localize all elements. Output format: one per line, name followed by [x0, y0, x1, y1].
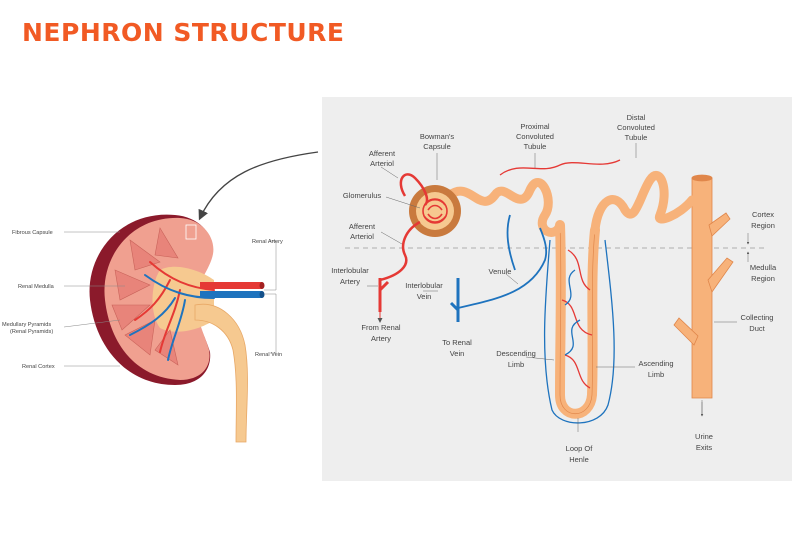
label-loop-of-henle-2: Henle: [569, 455, 589, 464]
label-collecting-duct-2: Duct: [749, 324, 765, 333]
label-collecting-duct: Collecting: [741, 313, 774, 322]
label-renal-medulla: Renal Medulla: [18, 284, 55, 290]
venule-vessel: [457, 227, 548, 309]
label-urine-exits-2: Exits: [696, 443, 713, 452]
label-ascending-limb: Ascending: [638, 359, 673, 368]
label-proximal-2: Convoluted: [516, 132, 554, 141]
label-bowmans-capsule-2: Capsule: [423, 142, 451, 151]
peritubular-capillaries: [499, 159, 621, 424]
renal-vein-vessel: [200, 291, 262, 298]
label-renal-vein: Renal Vein: [255, 352, 282, 358]
label-descending-limb-2: Limb: [508, 360, 524, 369]
kidney-vessels: [129, 261, 215, 361]
collecting-duct: [673, 174, 734, 399]
kidney-labels: Fibrous Capsule Renal Medulla Medullary …: [2, 230, 283, 370]
kidney-leader-lines: [63, 231, 277, 367]
label-afferent-bottom-2: Arteriol: [350, 232, 374, 241]
label-cortex-region-2: Region: [751, 221, 775, 230]
label-cortex-region: Cortex: [752, 210, 774, 219]
label-proximal: Proximal: [520, 122, 550, 131]
label-bowmans-capsule: Bowman's: [420, 132, 455, 141]
medullary-pyramids: [111, 227, 179, 366]
label-ascending-limb-2: Limb: [648, 370, 664, 379]
glomerulus: [422, 198, 448, 224]
distal-convoluted-tubule: [590, 170, 697, 235]
label-to-renal-vein-2: Vein: [450, 349, 465, 358]
proximal-convoluted-tubule: [445, 178, 565, 237]
label-renal-artery: Renal Artery: [252, 239, 283, 245]
renal-artery-vessel: [200, 282, 262, 289]
nephron-labels: Bowman's Capsule Proximal Convoluted Tub…: [331, 113, 777, 464]
afferent-arteriole-top: [399, 173, 429, 206]
kidney-cross-section: [89, 214, 265, 443]
label-renal-cortex: Renal Cortex: [22, 364, 55, 370]
label-medulla-region: Medulla: [750, 263, 777, 272]
label-fibrous-capsule: Fibrous Capsule: [12, 230, 53, 236]
label-glomerulus: Glomerulus: [343, 191, 382, 200]
label-urine-exits: Urine: [695, 432, 713, 441]
loop-of-henle-tubule: [554, 220, 600, 419]
page-title: NEPHRON STRUCTURE: [22, 18, 345, 47]
interlobular-artery: [377, 278, 390, 323]
label-interlobular-artery-2: Artery: [340, 277, 360, 286]
label-venule: Venule: [489, 267, 512, 276]
zoom-pointer-arrow: [198, 151, 319, 221]
label-medullary-pyramids: Medullary Pyramids: [2, 322, 51, 328]
label-from-renal-artery: From Renal: [361, 323, 401, 332]
bowmans-capsule: [409, 185, 461, 237]
label-interlobular-vein-2: Vein: [417, 292, 432, 301]
label-renal-pyramids: (Renal Pyramids): [10, 329, 53, 335]
label-medulla-region-2: Region: [751, 274, 775, 283]
label-afferent-top-2: Arteriol: [370, 159, 394, 168]
label-distal-3: Tubule: [625, 133, 648, 142]
label-afferent-top: Afferent: [369, 149, 396, 158]
nephron-leader-lines: [367, 143, 750, 432]
label-descending-limb: Descending: [496, 349, 536, 358]
afferent-arteriole-bottom: [379, 220, 421, 282]
label-interlobular-artery: Interlobular: [331, 266, 369, 275]
ureter: [194, 303, 248, 443]
label-from-renal-artery-2: Artery: [371, 334, 391, 343]
label-proximal-3: Tubule: [524, 142, 547, 151]
label-distal-2: Convoluted: [617, 123, 655, 132]
label-loop-of-henle: Loop Of: [566, 444, 594, 453]
renal-pelvis: [152, 266, 214, 332]
label-afferent-bottom: Afferent: [349, 222, 376, 231]
label-to-renal-vein: To Renal: [442, 338, 472, 347]
label-interlobular-vein: Interlobular: [405, 281, 443, 290]
label-distal: Distal: [627, 113, 646, 122]
interlobular-vein: [449, 214, 548, 322]
